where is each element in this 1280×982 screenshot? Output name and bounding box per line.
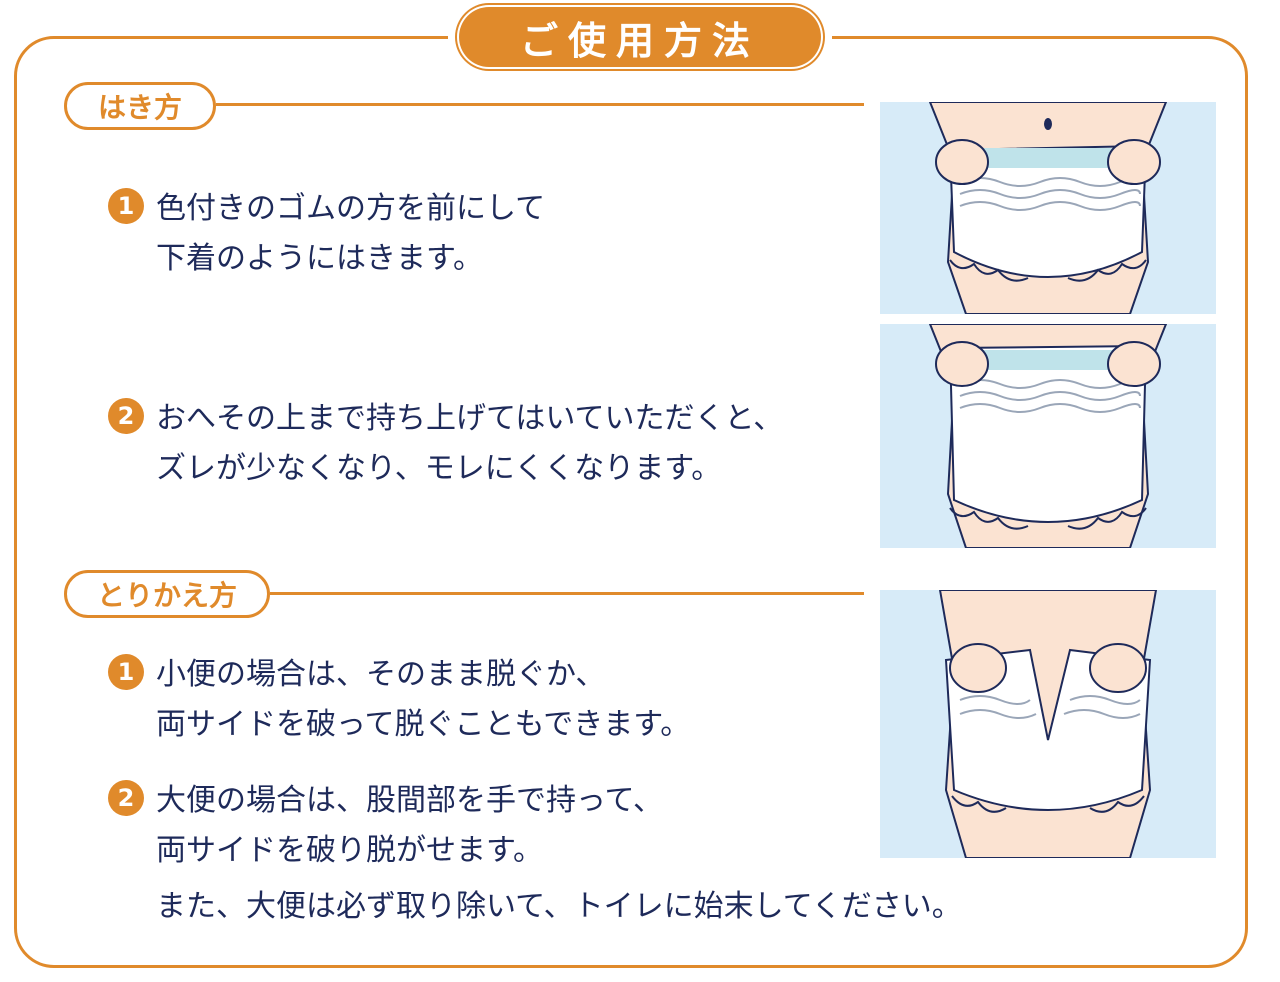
changing-step-2: 2 大便の場合は、股間部を手で持って、 両サイドを破り脱がせます。 bbox=[108, 776, 663, 876]
step-text-line: 下着のようにはきます。 bbox=[156, 241, 483, 276]
section-label-wearing: はき方 bbox=[64, 82, 216, 130]
section-label-changing: とりかえ方 bbox=[64, 570, 270, 618]
step-text-line: 大便の場合は、股間部を手で持って、 bbox=[156, 783, 663, 818]
step-number-badge: 2 bbox=[108, 398, 144, 434]
section-divider-changing bbox=[270, 592, 864, 595]
changing-step-1: 1 小便の場合は、そのまま脱ぐか、 両サイドを破って脱ぐこともできます。 bbox=[108, 650, 690, 750]
section-divider-wearing bbox=[216, 103, 864, 106]
pulled-up-illustration bbox=[880, 324, 1216, 548]
disposal-note: また、大便は必ず取り除いて、トイレに始末してください。 bbox=[156, 889, 962, 924]
wearing-step-2: 2 おへその上まで持ち上げてはいていただくと、 ズレが少なくなり、モレにくくなり… bbox=[108, 394, 783, 494]
step-text-line: 小便の場合は、そのまま脱ぐか、 bbox=[156, 657, 606, 692]
step-number-badge: 1 bbox=[108, 188, 144, 224]
step-text-line: 両サイドを破り脱がせます。 bbox=[156, 833, 543, 868]
step-number-badge: 1 bbox=[108, 654, 144, 690]
step-text-line: 両サイドを破って脱ぐこともできます。 bbox=[156, 707, 691, 742]
step-text-line: おへその上まで持ち上げてはいていただくと、 bbox=[156, 401, 784, 436]
step-text-line: 色付きのゴムの方を前にして bbox=[156, 191, 546, 226]
step-number-badge: 2 bbox=[108, 780, 144, 816]
wearing-step-1: 1 色付きのゴムの方を前にして 下着のようにはきます。 bbox=[108, 184, 545, 284]
main-title: ご使用方法 bbox=[448, 4, 832, 70]
removal-illustration bbox=[880, 590, 1216, 858]
wearing-illustration bbox=[880, 102, 1216, 314]
step-text-line: ズレが少なくなり、モレにくくなります。 bbox=[156, 451, 722, 486]
main-title-label: ご使用方法 bbox=[459, 7, 821, 67]
